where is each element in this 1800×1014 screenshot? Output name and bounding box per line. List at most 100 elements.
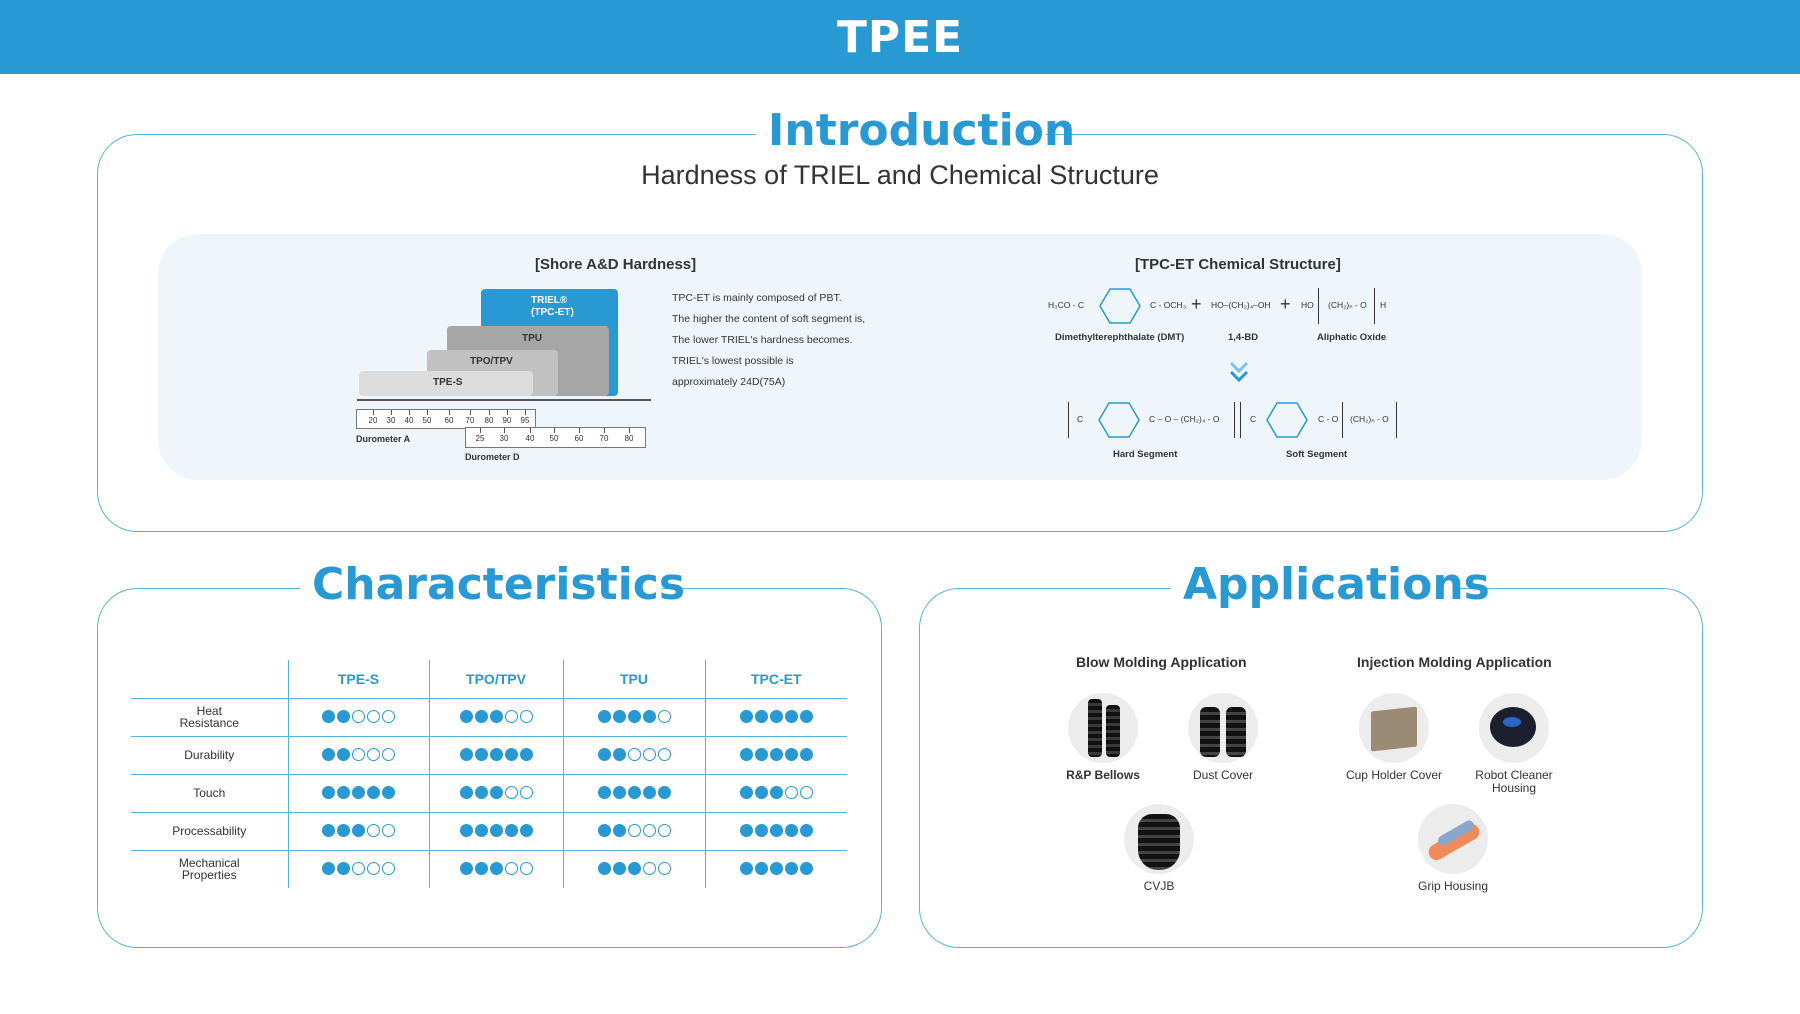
rating-dot-filled <box>337 747 350 761</box>
benzene-ring-icon <box>1266 402 1308 438</box>
description-line: TPC-ET is mainly composed of PBT. <box>672 292 842 304</box>
rating-cell <box>428 736 563 775</box>
description-line: The higher the content of soft segment i… <box>672 313 866 325</box>
rating-dots <box>459 747 533 761</box>
scale-tick-label: 25 <box>475 434 485 443</box>
rating-dot-filled <box>784 747 798 761</box>
rating-cell <box>287 736 429 775</box>
rating-dot-filled <box>504 747 518 761</box>
row-label: Processability <box>131 812 288 851</box>
rating-dots <box>459 785 533 799</box>
scale-tick-label: 40 <box>404 416 414 425</box>
rating-dot-empty <box>519 709 533 723</box>
rating-dot-filled <box>769 709 783 723</box>
bracket-left <box>1240 402 1241 438</box>
rating-dot-filled <box>337 823 350 837</box>
description-line: approximately 24D(75A) <box>672 376 786 388</box>
rating-dot-filled <box>352 785 365 799</box>
introduction-title: Introduction <box>756 103 1075 159</box>
scale-tick <box>504 428 505 433</box>
rating-dot-filled <box>799 861 813 875</box>
scale-tick-label: 80 <box>484 416 494 425</box>
row-label: Durability <box>131 736 288 775</box>
rating-dot-empty <box>657 709 671 723</box>
rating-dot-filled <box>754 861 768 875</box>
label-aliphatic-oxide: Aliphatic Oxide <box>1317 332 1387 343</box>
rating-dot-empty <box>519 861 533 875</box>
rating-dot-filled <box>612 823 626 837</box>
rating-dot-filled <box>799 747 813 761</box>
scale-tick-label: 60 <box>444 416 454 425</box>
app-item-robot-cleaner-housing: Robot Cleaner Housing <box>1444 693 1584 795</box>
rating-dot-empty <box>382 861 395 875</box>
rating-dot-empty <box>627 823 641 837</box>
rating-dot-filled <box>784 709 798 723</box>
rating-dot-filled <box>642 785 656 799</box>
rating-dot-filled <box>784 861 798 875</box>
formula-hard-segment: C – O – (CH₂)₄ - O <box>1149 414 1220 424</box>
label-dmt: Dimethylterephthalate (DMT) <box>1055 332 1185 343</box>
shore-hardness-heading: [Shore A&D Hardness] <box>535 256 697 273</box>
rating-dot-filled <box>754 709 768 723</box>
rating-cell <box>428 812 563 851</box>
rating-dot-empty <box>504 861 518 875</box>
introduction-content-box <box>158 234 1642 480</box>
rating-dot-filled <box>367 785 380 799</box>
scale-tick-label: 80 <box>624 434 634 443</box>
table-row: Processability <box>131 812 847 851</box>
scale-tick <box>507 410 508 415</box>
grip-housing-image <box>1418 804 1488 874</box>
rating-dot-empty <box>352 861 365 875</box>
rating-cell <box>562 850 705 888</box>
rating-dots <box>459 823 533 837</box>
scale-tick <box>449 410 450 415</box>
rating-dots <box>597 747 671 761</box>
description-line: The lower TRIEL's hardness becomes. <box>672 334 853 346</box>
scale-tick <box>579 428 580 433</box>
rating-dot-filled <box>322 861 335 875</box>
baseline-divider <box>357 399 651 401</box>
rating-cell <box>287 812 429 851</box>
rating-dots <box>739 823 813 837</box>
scale-tick <box>470 410 471 415</box>
cvjb-image <box>1124 804 1194 874</box>
rating-dot-empty <box>504 709 518 723</box>
rating-dots <box>739 785 813 799</box>
label-soft-segment: Soft Segment <box>1286 449 1348 460</box>
table-header-row: TPE-S TPO/TPV TPU TPC-ET <box>131 660 847 699</box>
rating-dot-filled <box>799 709 813 723</box>
app-item-cup-holder-cover: Cup Holder Cover <box>1324 693 1464 782</box>
benzene-ring-icon <box>1099 288 1141 324</box>
scale-tick <box>373 410 374 415</box>
plus-icon: + <box>1280 294 1291 314</box>
formula-oxide-mid: (CH₂)ₙ - O <box>1328 300 1367 310</box>
rating-dot-empty <box>657 861 671 875</box>
rating-dot-filled <box>519 823 533 837</box>
scale-tick-label: 20 <box>368 416 378 425</box>
rating-dots <box>322 823 395 837</box>
rating-cell <box>562 736 705 775</box>
rating-dot-filled <box>754 823 768 837</box>
rating-dot-filled <box>474 709 488 723</box>
rating-dot-filled <box>489 785 503 799</box>
rating-dot-filled <box>337 709 350 723</box>
characteristics-title: Characteristics <box>300 557 685 613</box>
rating-dot-filled <box>474 785 488 799</box>
rating-dot-filled <box>597 747 611 761</box>
plus-icon: + <box>1191 294 1202 314</box>
rating-dot-filled <box>489 747 503 761</box>
bracket-right <box>1396 402 1397 438</box>
app-label: R&P Bellows <box>1066 768 1140 782</box>
durometer-d-label: Durometer D <box>465 452 520 462</box>
rating-dot-filled <box>322 747 335 761</box>
rating-dot-filled <box>459 785 473 799</box>
rating-dot-filled <box>739 747 753 761</box>
scale-tick-label: 40 <box>525 434 535 443</box>
rating-dot-filled <box>642 709 656 723</box>
rating-dots <box>739 747 813 761</box>
rating-dot-filled <box>739 823 753 837</box>
formula-oxide-end: H <box>1380 300 1387 310</box>
benzene-ring-icon <box>1098 402 1140 438</box>
rating-dot-empty <box>504 785 518 799</box>
